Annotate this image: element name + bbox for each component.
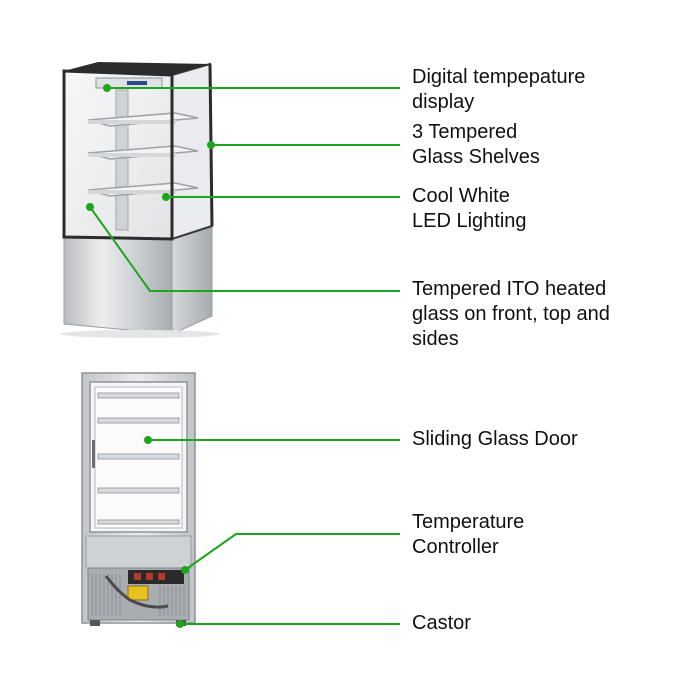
callout-castor-dot <box>176 620 184 628</box>
callout-lines <box>86 84 400 628</box>
callout-glass-shelves-dot <box>207 141 215 149</box>
display-cabinet-front <box>81 372 196 626</box>
label-temperature-controller: Temperature Controller <box>412 511 525 558</box>
callout-heated-glass-dot <box>86 203 94 211</box>
label-digital-display: Digital tempepature display <box>412 66 586 113</box>
label-heated-glass: Tempered ITO heated glass on front, top … <box>412 278 610 350</box>
label-sliding-door: Sliding Glass Door <box>412 428 578 450</box>
label-glass-shelves: 3 Tempered Glass Shelves <box>412 121 540 168</box>
callout-temperature-controller-dot <box>181 566 189 574</box>
label-castor: Castor <box>412 612 471 634</box>
callout-digital-display-dot <box>103 84 111 92</box>
callout-heated-glass-line <box>89 206 400 292</box>
display-cabinet-angled <box>60 62 220 338</box>
callout-sliding-door-dot <box>144 436 152 444</box>
label-led-lighting: Cool White LED Lighting <box>412 185 527 232</box>
temperature-controller-panel <box>128 570 184 584</box>
callout-led-lighting-dot <box>162 193 170 201</box>
callout-temperature-controller-line <box>184 533 400 571</box>
